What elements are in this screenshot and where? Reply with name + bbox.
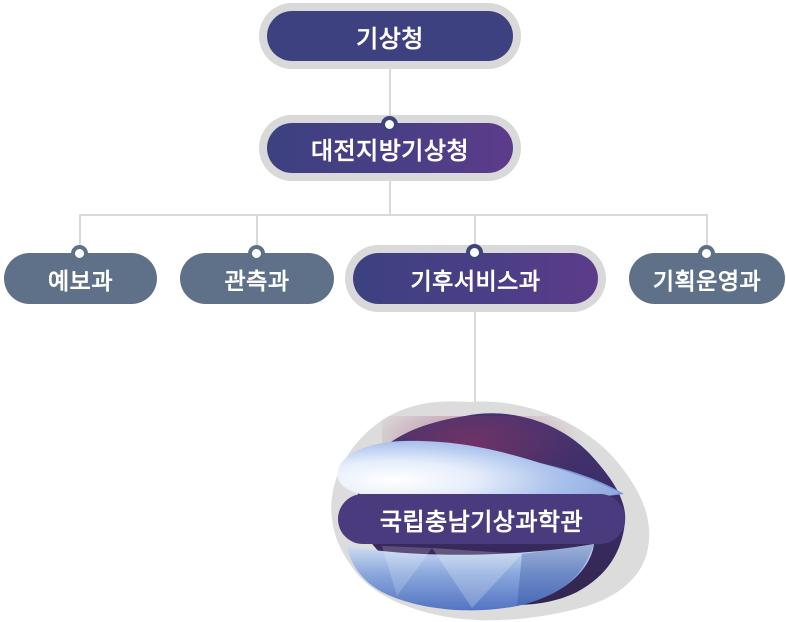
- emblem-facet-dark: [517, 544, 594, 606]
- node-kma-label: 기상청: [267, 11, 513, 61]
- node-climate-service-division: 기후서비스과: [345, 245, 606, 312]
- emblem-facet-light: [432, 548, 522, 608]
- connector-regional-down: [389, 178, 391, 216]
- node-chungnam-science-museum: 국립충남기상과학관: [338, 494, 625, 544]
- node-observation-label: 관측과: [224, 267, 290, 294]
- node-connector-ring: [466, 244, 483, 261]
- node-connector-ring: [698, 245, 715, 262]
- connector-drop-planning: [706, 214, 708, 247]
- connector-root-to-regional: [389, 66, 391, 118]
- connector-drop-climate: [474, 214, 476, 246]
- connector-drop-forecast: [79, 214, 81, 247]
- connector-drop-observation: [256, 214, 258, 247]
- connector-climate-to-museum: [474, 304, 476, 422]
- emblem-blue-petal: [337, 440, 620, 507]
- node-planning-label: 기획운영과: [652, 267, 762, 294]
- node-kma: 기상청: [259, 3, 521, 69]
- node-climate-service-label: 기후서비스과: [353, 253, 598, 304]
- node-museum-label: 국립충남기상과학관: [379, 508, 584, 536]
- node-forecast-division: 예보과: [4, 253, 157, 304]
- connector-horizontal: [79, 214, 708, 216]
- node-connector-ring: [71, 245, 88, 262]
- node-connector-ring: [381, 116, 398, 133]
- emblem-bottom-blue: [347, 544, 594, 611]
- node-forecast-label: 예보과: [48, 267, 113, 294]
- emblem-facet-light2: [382, 546, 432, 596]
- node-connector-ring: [248, 245, 265, 262]
